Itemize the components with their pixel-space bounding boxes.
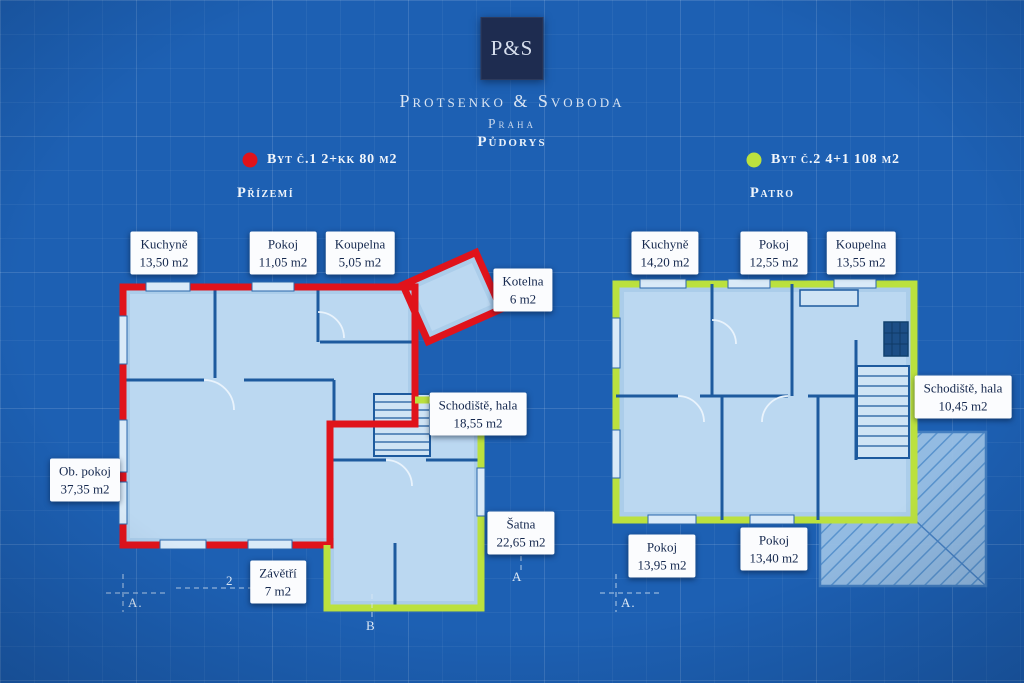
room-name: Pokoj: [646, 539, 678, 555]
room-label-uf-schodiste: Schodiště, hala 10,45 m2: [914, 375, 1012, 419]
company-city: Praha: [487, 116, 536, 131]
legend-unit2-label: Byt č.2 4+1 108 m2: [771, 152, 900, 167]
page-title: Půdorys: [477, 134, 547, 150]
room-area: 13,50 m2: [139, 254, 189, 269]
uf-vanity: [799, 289, 859, 307]
legend-unit1: Byt č.1 2+kk 80 m2: [242, 152, 397, 168]
room-area: 12,55 m2: [749, 254, 799, 269]
room-label-gf-ob-pokoj: Ob. pokoj 37,35 m2: [50, 458, 120, 502]
room-area: 37,35 m2: [60, 481, 110, 496]
room-label-uf-pokoj-2: Pokoj 13,95 m2: [628, 534, 696, 578]
company-name: Protsenko & Svoboda: [399, 91, 625, 111]
gf-marker-dim: 2: [226, 573, 234, 588]
room-name: Kuchyně: [641, 236, 689, 252]
room-area: 5,05 m2: [338, 254, 382, 269]
room-label-uf-kuchyne: Kuchyně 14,20 m2: [631, 231, 699, 275]
gf-marker-b: B: [366, 618, 376, 633]
room-area: 22,65 m2: [496, 534, 546, 549]
room-name: Ob. pokoj: [59, 463, 111, 479]
ground-floor-plan: A. 2 A B: [106, 247, 522, 633]
uf-stairs: [856, 365, 910, 459]
legend-unit2: Byt č.2 4+1 108 m2: [746, 152, 900, 168]
unit2-color-dot-icon: [746, 152, 762, 168]
room-area: 14,20 m2: [640, 254, 690, 269]
room-label-gf-schodiste: Schodiště, hala 18,55 m2: [429, 392, 527, 436]
room-name: Schodiště, hala: [438, 397, 518, 413]
room-label-uf-koupelna: Koupelna 13,55 m2: [826, 231, 896, 275]
room-label-gf-satna: Šatna 22,65 m2: [487, 511, 555, 555]
room-label-gf-kotelna: Kotelna 6 m2: [493, 268, 553, 312]
room-area: 13,95 m2: [637, 557, 687, 572]
room-name: Pokoj: [267, 236, 299, 252]
company-logo-monogram: P&S: [490, 36, 534, 60]
room-name: Závětří: [259, 565, 297, 581]
room-name: Kuchyně: [140, 236, 188, 252]
uf-boiler: [883, 321, 909, 357]
room-area: 10,45 m2: [938, 398, 988, 413]
uf-marker-a-left: A.: [621, 595, 636, 610]
company-logo: P&S: [480, 17, 544, 80]
room-name: Koupelna: [835, 236, 887, 252]
room-label-gf-kuchyne: Kuchyně 13,50 m2: [130, 231, 198, 275]
gf-marker-a-left: A.: [128, 595, 143, 610]
room-area: 7 m2: [264, 583, 292, 598]
unit1-dot: [242, 152, 258, 168]
uf-section-marks: A.: [600, 574, 662, 612]
upper-floor-title: Patro: [750, 185, 795, 201]
room-name: Pokoj: [758, 532, 790, 548]
room-label-uf-pokoj-1: Pokoj 12,55 m2: [740, 231, 808, 275]
ground-floor-title: Přízemí: [237, 185, 295, 201]
room-label-uf-pokoj-3: Pokoj 13,40 m2: [740, 527, 808, 571]
room-label-gf-pokoj: Pokoj 11,05 m2: [249, 231, 317, 275]
room-name: Koupelna: [334, 236, 386, 252]
room-label-gf-zavetri: Závětří 7 m2: [250, 560, 306, 604]
room-name: Šatna: [506, 516, 536, 532]
unit2-dot: [746, 152, 762, 168]
room-name: Kotelna: [502, 273, 544, 289]
room-name: Pokoj: [758, 236, 790, 252]
legend-unit1-label: Byt č.1 2+kk 80 m2: [267, 152, 398, 167]
room-name: Schodiště, hala: [923, 380, 1003, 396]
room-area: 18,55 m2: [453, 415, 503, 430]
room-area: 13,55 m2: [836, 254, 886, 269]
room-label-gf-koupelna: Koupelna 5,05 m2: [325, 231, 395, 275]
room-area: 6 m2: [509, 291, 537, 306]
room-area: 13,40 m2: [749, 550, 799, 565]
gf-marker-a-right: A: [512, 569, 522, 584]
room-area: 11,05 m2: [258, 254, 308, 269]
unit1-color-dot-icon: [242, 152, 258, 168]
